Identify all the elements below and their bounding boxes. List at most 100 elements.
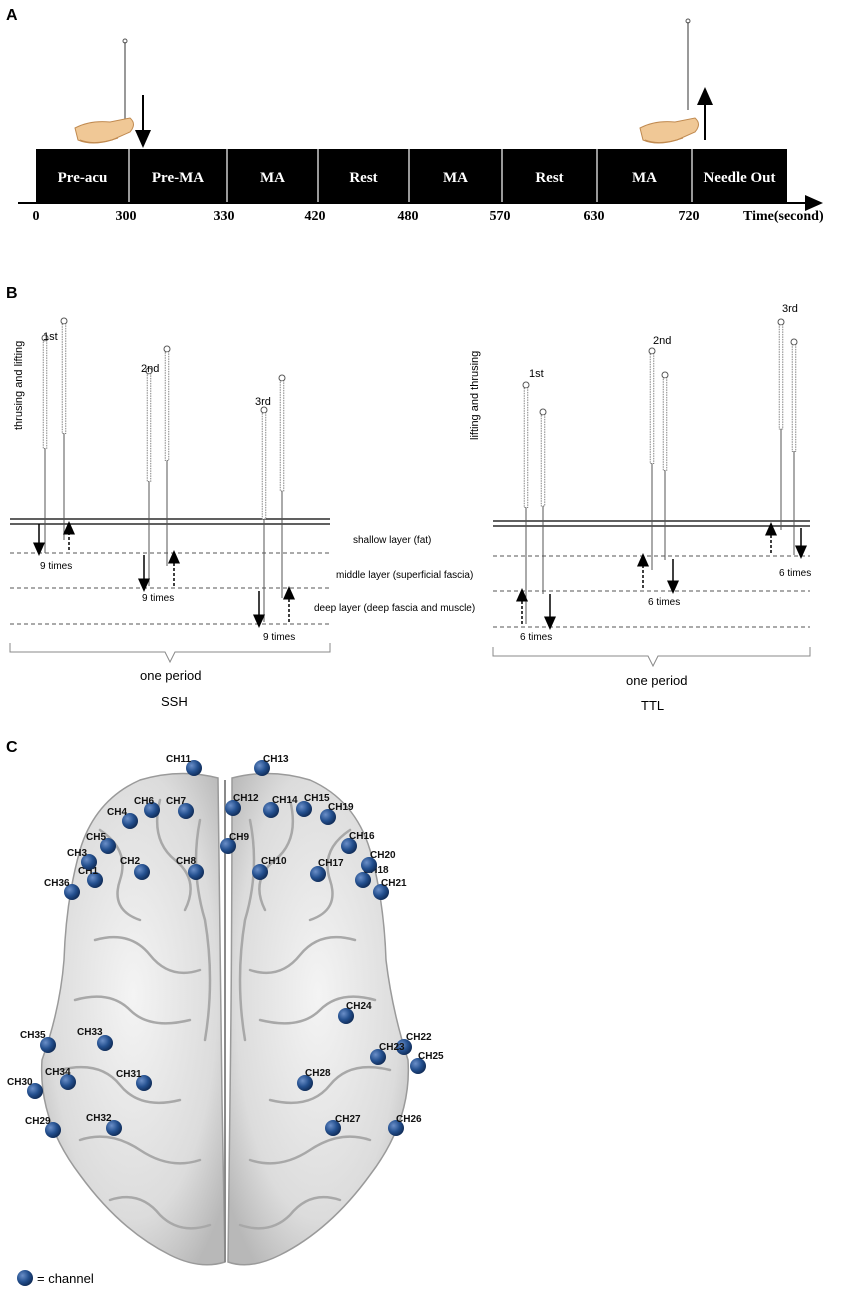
phase-label-6: Rest [535, 170, 563, 186]
needle-9 [648, 347, 656, 570]
channel-label-ch31: CH31 [116, 1069, 142, 1080]
channel-marker-ch22 [396, 1039, 412, 1055]
needle-8 [539, 408, 547, 594]
ssh-name: SSH [161, 694, 188, 709]
channel-marker-ch27 [325, 1120, 341, 1136]
channel-ch5: CH5 [86, 832, 116, 854]
channel-marker-ch11 [186, 760, 202, 776]
channel-label-ch1: CH1 [78, 866, 98, 877]
needle-3 [145, 367, 153, 586]
channel-ch13: CH13 [254, 754, 289, 776]
channel-marker-ch18 [355, 872, 371, 888]
tick-label-330: 330 [214, 209, 235, 224]
tick-label-720: 720 [679, 209, 700, 224]
needle-10 [661, 371, 669, 560]
panel-label-b: B [6, 285, 18, 302]
channel-marker-ch17 [310, 866, 326, 882]
channel-label-ch16: CH16 [349, 831, 375, 842]
tick-label-0: 0 [33, 209, 40, 224]
channel-label-ch24: CH24 [346, 1001, 372, 1012]
layer-label-deep: deep layer (deep fascia and muscle) [314, 603, 475, 614]
needles [41, 317, 798, 624]
channel-label-ch30: CH30 [7, 1077, 33, 1088]
channel-label-ch4: CH4 [107, 807, 127, 818]
channel-label-ch29: CH29 [25, 1116, 51, 1127]
ttl-times-1: 6 times [520, 632, 552, 643]
panel-label-c: C [6, 739, 18, 756]
phase-block-5 [409, 149, 502, 204]
channel-label-ch32: CH32 [86, 1113, 112, 1124]
ttl-step-1: 1st [529, 368, 544, 380]
tick-label-630: 630 [584, 209, 605, 224]
channel-label-ch7: CH7 [166, 796, 186, 807]
channel-marker-ch30 [27, 1083, 43, 1099]
channel-ch29: CH29 [25, 1116, 61, 1138]
ssh-step-3: 3rd [255, 396, 271, 408]
channel-label-ch25: CH25 [418, 1051, 444, 1062]
channel-label-ch19: CH19 [328, 802, 354, 813]
channel-marker-ch19 [320, 809, 336, 825]
layer-label-middle: middle layer (superficial fascia) [336, 570, 473, 581]
tick-label-480: 480 [398, 209, 419, 224]
channel-ch17: CH17 [310, 858, 344, 882]
channel-marker-ch33 [97, 1035, 113, 1051]
channel-label-ch15: CH15 [304, 793, 330, 804]
ssh-step-1: 1st [43, 331, 58, 343]
ssh-times-1: 9 times [40, 561, 72, 572]
ssh-step-2: 2nd [141, 363, 159, 375]
channel-ch4: CH4 [107, 807, 138, 829]
phase-label-2: Pre-MA [152, 170, 204, 186]
needle-4 [163, 345, 171, 566]
channel-label-ch3: CH3 [67, 848, 87, 859]
ttl-arrows [516, 522, 807, 630]
channel-label-ch35: CH35 [20, 1030, 46, 1041]
channel-label-ch21: CH21 [381, 878, 407, 889]
channel-marker-ch23 [370, 1049, 386, 1065]
ssh-times-3: 9 times [263, 632, 295, 643]
phase-block-4 [318, 149, 409, 204]
channel-marker-ch21 [373, 884, 389, 900]
channel-marker-ch13 [254, 760, 270, 776]
phase-block-3 [227, 149, 318, 204]
ttl-side-label: lifting and thrusing [469, 351, 481, 440]
channel-label-ch33: CH33 [77, 1027, 103, 1038]
channel-marker-ch1 [87, 872, 103, 888]
ssh-period-brace [9, 643, 331, 664]
ttl-times-2: 6 times [648, 597, 680, 608]
channel-marker-ch3 [81, 854, 97, 870]
channel-ch35: CH35 [20, 1030, 56, 1053]
ssh-side-label: thrusing and lifting [13, 341, 25, 430]
channel-marker-ch20 [361, 857, 377, 873]
time-axis-label: Time(second) [743, 209, 824, 224]
channel-ch7: CH7 [166, 796, 194, 819]
channel-ch16: CH16 [341, 831, 375, 854]
channel-marker-ch35 [40, 1037, 56, 1053]
channel-marker-ch7 [178, 803, 194, 819]
needle-5 [260, 406, 268, 622]
channel-marker-ch31 [136, 1075, 152, 1091]
channel-marker-ch5 [100, 838, 116, 854]
ttl-step-2: 2nd [653, 335, 671, 347]
channel-ch30: CH30 [7, 1077, 43, 1099]
channel-label-ch2: CH2 [120, 856, 140, 867]
needle-12 [790, 338, 798, 555]
channel-marker-ch24 [338, 1008, 354, 1024]
channel-label-ch12: CH12 [233, 793, 259, 804]
channel-label-ch10: CH10 [261, 856, 287, 867]
channel-marker-ch34 [60, 1074, 76, 1090]
channel-ch2: CH2 [120, 856, 150, 880]
channel-marker-ch14 [263, 802, 279, 818]
channel-label-ch26: CH26 [396, 1114, 422, 1125]
legend-channel-marker [17, 1270, 33, 1286]
channel-ch9: CH9 [220, 832, 249, 854]
needle-11 [777, 318, 785, 530]
channel-ch1: CH1 [78, 866, 103, 888]
channel-marker-ch2 [134, 864, 150, 880]
needle-1 [41, 334, 49, 553]
hand-icon-right [639, 18, 699, 144]
channel-ch31: CH31 [116, 1069, 152, 1091]
phase-label-5: MA [443, 170, 468, 186]
